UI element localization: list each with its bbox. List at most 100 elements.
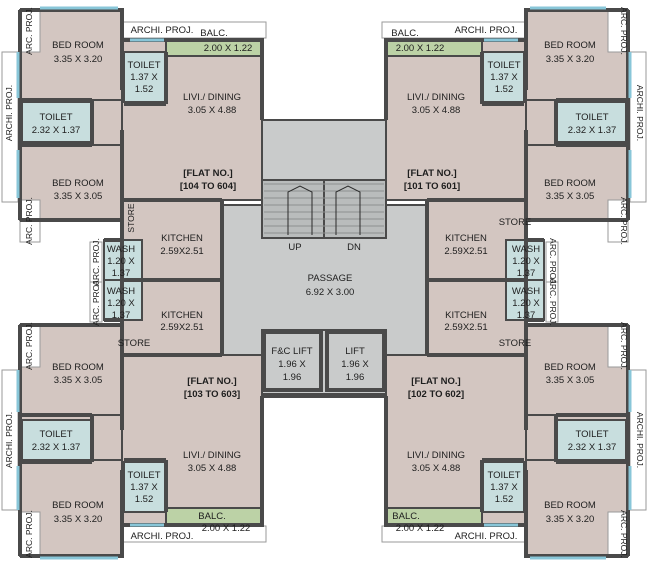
wash-size: 1.37 [517, 268, 536, 279]
bedroom-label: BED ROOM [52, 178, 104, 189]
stair-arrows [287, 185, 361, 235]
living-size: 3.05 X 4.88 [188, 463, 237, 474]
archi-proj-label: ARCHI. PROJ. [455, 531, 518, 542]
flat-range-label: [101 TO 601] [404, 181, 460, 192]
balcony-label: BALC. [391, 28, 418, 39]
toilet-size: 2.32 X 1.37 [568, 125, 617, 136]
archi-proj-label: ARCHI. PROJ. [455, 25, 518, 36]
toilet-label: TOILET [127, 470, 160, 481]
flat-no-label: [FLAT NO.] [187, 376, 236, 387]
toilet-label: TOILET [487, 60, 520, 71]
windows [16, 6, 632, 560]
bedroom-label: BED ROOM [52, 500, 104, 511]
living-label: LIVI./ DINING [183, 92, 241, 103]
kitchen-label: KITCHEN [161, 310, 203, 321]
kitchen-size: 2.59X2.51 [160, 246, 203, 257]
archi-proj-label: ARCHI. PROJ. [635, 412, 645, 468]
living-size: 3.05 X 4.88 [412, 105, 461, 116]
kitchen-size: 2.59X2.51 [160, 322, 203, 333]
fc-lift-size: 1.96 [283, 372, 302, 383]
flat-no-label: [FLAT NO.] [411, 376, 460, 387]
wash-size: 1.37 [112, 268, 131, 279]
staircase [261, 179, 387, 239]
toilet-label: TOILET [575, 112, 608, 123]
arc-proj-label: ARC. PROJ. [91, 278, 101, 326]
flat-range-label: [102 TO 602] [408, 389, 464, 400]
kitchen-label: KITCHEN [445, 233, 487, 244]
toilet-size: 1.52 [135, 84, 154, 95]
flat-no-label: [FLAT NO.] [183, 168, 232, 179]
passage-label: PASSAGE [308, 273, 353, 284]
arc-proj-label: ARC. PROJ. [619, 197, 629, 245]
toilet-size: 2.32 X 1.37 [32, 442, 81, 453]
balcony-size: 2.00 X 1.22 [396, 43, 445, 54]
balcony-label: BALC. [198, 511, 225, 522]
kitchen-label: KITCHEN [445, 310, 487, 321]
bedroom-label: BED ROOM [52, 40, 104, 51]
arc-proj-label: ARC. PROJ. [619, 322, 629, 370]
archi-proj-label: ARCHI. PROJ. [4, 412, 14, 468]
balcony-size: 2.00 X 1.22 [202, 523, 251, 534]
fc-lift-shaft [262, 330, 323, 392]
toilet-size: 1.37 X [130, 72, 158, 83]
toilet-size: 1.52 [495, 494, 514, 505]
wash-label: WASH [512, 286, 540, 297]
flat-103 [19, 279, 263, 557]
bedroom-size: 3.35 X 3.20 [546, 54, 595, 65]
store-label: STORE [118, 338, 151, 349]
arc-proj-label: ARC. PROJ. [24, 7, 34, 55]
bedroom-size: 3.35 X 3.20 [546, 514, 595, 525]
toilet-label: TOILET [487, 470, 520, 481]
arc-proj-label: ARC. PROJ. [548, 238, 558, 286]
arc-proj-label: ARC. PROJ. [24, 197, 34, 245]
toilet-label: TOILET [575, 429, 608, 440]
toilet-label: TOILET [127, 60, 160, 71]
wash-size: 1.20 X [107, 298, 135, 309]
archi-proj-label: ARCHI. PROJ. [131, 531, 194, 542]
kitchen-size: 2.59X2.51 [444, 246, 487, 257]
wash-size: 1.37 [112, 310, 131, 321]
kitchen-label: KITCHEN [161, 233, 203, 244]
balcony-size: 2.00 X 1.22 [396, 523, 445, 534]
wash-size: 1.37 [517, 310, 536, 321]
wash-label: WASH [107, 244, 135, 255]
archi-proj-label: ARCHI. PROJ. [635, 85, 645, 141]
wash-label: WASH [512, 244, 540, 255]
fc-lift-size: 1.96 X [278, 359, 306, 370]
stair-up-label: UP [288, 242, 301, 253]
store-label: STORE [499, 338, 532, 349]
bedroom-size: 3.35 X 3.20 [54, 514, 103, 525]
bedroom-size: 3.35 X 3.05 [54, 375, 103, 386]
arc-proj-label: ARC. PROJ. [24, 322, 34, 370]
bedroom-label: BED ROOM [544, 178, 596, 189]
wash-size: 1.20 X [512, 256, 540, 267]
lift-size: 1.96 [346, 372, 365, 383]
stair-dn-label: DN [347, 242, 361, 253]
arc-proj-label: ARC. PROJ. [619, 510, 629, 558]
bedroom-size: 3.35 X 3.05 [546, 191, 595, 202]
walls [18, 8, 630, 558]
wash-size: 1.20 X [107, 256, 135, 267]
toilet-label: TOILET [39, 112, 72, 123]
balcony-size: 2.00 X 1.22 [204, 43, 253, 54]
toilet-size: 1.52 [495, 84, 514, 95]
arc-proj-label: ARC. PROJ. [619, 7, 629, 55]
balcony-label: BALC. [392, 511, 419, 522]
bedroom-label: BED ROOM [52, 362, 104, 373]
toilet-size: 1.37 X [130, 482, 158, 493]
lift-label: LIFT [345, 346, 365, 357]
toilet-size: 1.52 [135, 494, 154, 505]
balcony-label: BALC. [200, 28, 227, 39]
bedroom-size: 3.35 X 3.20 [54, 54, 103, 65]
arc-proj-label: ARC. PROJ. [24, 510, 34, 558]
bedroom-size: 3.35 X 3.05 [54, 191, 103, 202]
wash-label: WASH [107, 286, 135, 297]
archi-proj-label: ARCHI. PROJ. [4, 85, 14, 141]
bedroom-label: BED ROOM [544, 40, 596, 51]
arc-proj-label: ARC. PROJ. [548, 278, 558, 326]
passage-size: 6.92 X 3.00 [306, 287, 355, 298]
flat-no-label: [FLAT NO.] [407, 168, 456, 179]
living-size: 3.05 X 4.88 [188, 105, 237, 116]
bedroom-label: BED ROOM [544, 362, 596, 373]
